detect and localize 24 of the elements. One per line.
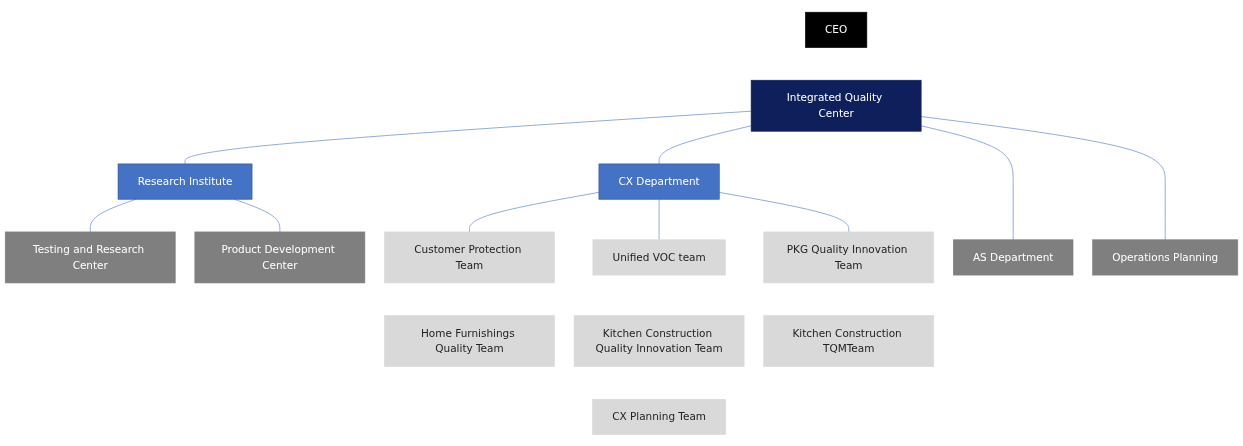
node-box: Unified VOC team: [592, 239, 726, 275]
connector: [233, 198, 281, 232]
node-box: Integrated Quality Center: [750, 79, 922, 132]
node-box: CX Department: [598, 163, 720, 200]
connector: [718, 191, 850, 232]
connector: [920, 115, 1166, 240]
connector: [89, 198, 137, 232]
node-box: PKG Quality Innovation Team: [763, 231, 935, 283]
node-box: Customer Protection Team: [384, 231, 555, 283]
node-box: Research Institute: [117, 163, 253, 200]
node-box: Product Development Center: [194, 231, 366, 283]
node-box: CEO: [805, 11, 868, 48]
connector: [658, 124, 752, 164]
node-box: Home Furnishings Quality Team: [384, 314, 555, 367]
connector: [658, 198, 660, 240]
connector: [184, 110, 752, 164]
connector: [469, 191, 600, 232]
node-box: Testing and Research Center: [4, 231, 176, 283]
node-box: AS Department: [953, 239, 1074, 275]
node-box: CX Planning Team: [592, 398, 726, 435]
node-box: Kitchen Construction Quality Innovation Team: [573, 314, 745, 367]
node-box: Operations Planning: [1092, 239, 1239, 275]
connector: [920, 124, 1014, 240]
node-box: Kitchen Construction TQMTeam: [763, 314, 935, 367]
